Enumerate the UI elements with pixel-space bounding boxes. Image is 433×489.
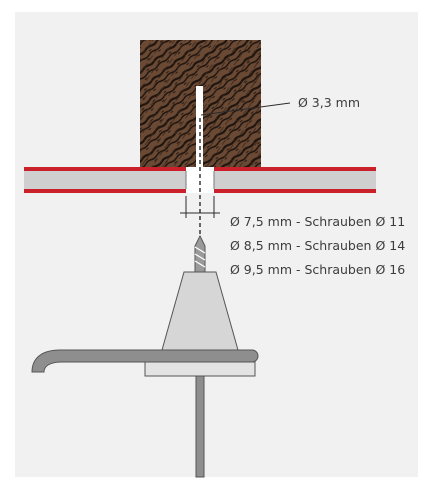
size-label-2: Ø 8,5 mm - Schrauben Ø 14	[230, 238, 406, 253]
pilot-leader-line	[200, 102, 291, 116]
drill-arm	[31, 349, 259, 373]
spindle-shaft	[195, 375, 205, 478]
chuck-cone	[161, 271, 239, 351]
bore-dimension	[180, 196, 220, 218]
drill-bit	[194, 234, 206, 275]
size-label-3: Ø 9,5 mm - Schrauben Ø 16	[230, 262, 406, 277]
base-plate	[144, 361, 256, 377]
pilot-hole-label: Ø 3,3 mm	[298, 95, 361, 110]
size-label-1: Ø 7,5 mm - Schrauben Ø 11	[230, 214, 406, 229]
